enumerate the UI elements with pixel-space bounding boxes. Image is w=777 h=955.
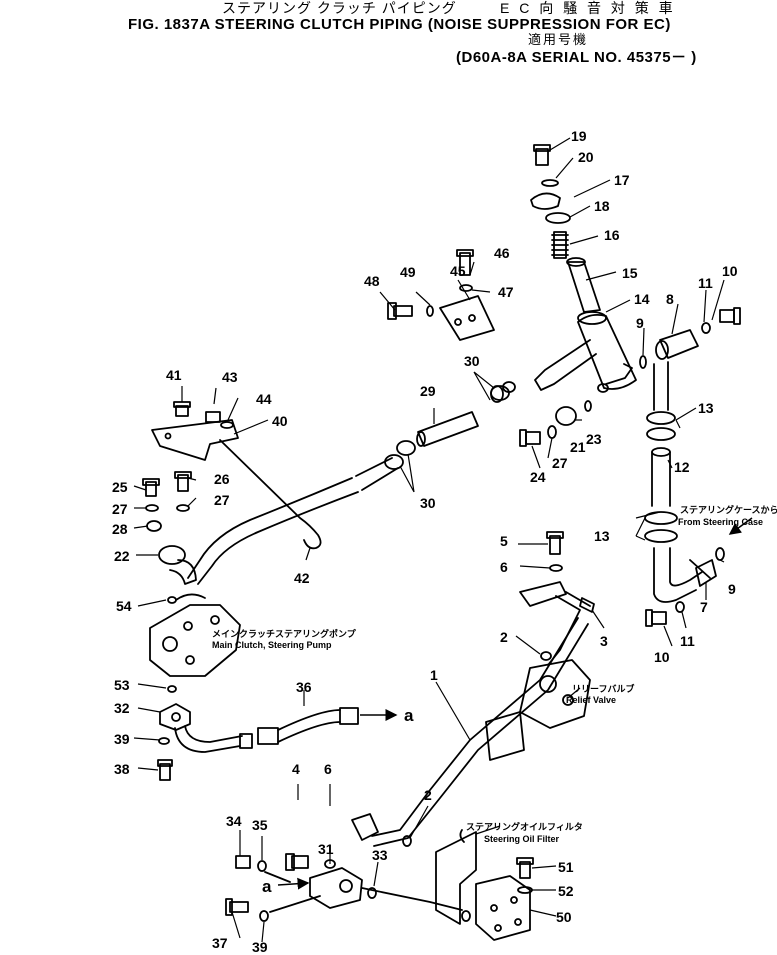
part-number: 15	[622, 265, 638, 281]
part-number: 20	[578, 149, 594, 165]
part-number: 13	[698, 400, 714, 416]
part-number: 4	[292, 761, 300, 777]
part-number: 47	[498, 284, 514, 300]
label-pump-jp: メインクラッチステアリングポンプ	[212, 628, 357, 639]
part-number: 25	[112, 479, 128, 495]
part-number: 3	[600, 633, 608, 649]
flange-31	[225, 835, 463, 922]
part-number: 11	[680, 633, 695, 649]
part-number: 16	[604, 227, 620, 243]
part-number: 2	[500, 629, 508, 645]
bracket-40	[151, 401, 322, 550]
valve-stack	[530, 144, 637, 393]
part-number: 46	[494, 245, 510, 261]
part-number: 28	[112, 521, 128, 537]
label-filter-en: Steering Oil Filter	[484, 834, 560, 844]
serial-number: (D60A-8A SERIAL NO. 45375－ )	[456, 49, 697, 66]
part-number: 21	[570, 439, 586, 455]
part-number: 5	[500, 533, 508, 549]
label-pump-en: Main Clutch, Steering Pump	[212, 640, 332, 650]
part-number: 32	[114, 700, 130, 716]
part-number: 24	[530, 469, 546, 485]
hose-36	[157, 703, 359, 781]
figure-title: FIG. 1837A STEERING CLUTCH PIPING (NOISE…	[128, 16, 671, 33]
part-number: 9	[728, 581, 736, 597]
part-number: 39	[114, 731, 130, 747]
part-number: 12	[674, 459, 690, 475]
part-number: 6	[324, 761, 332, 777]
part-number: 27	[112, 501, 128, 517]
part-number: 34	[226, 813, 242, 829]
bracket-45	[387, 249, 495, 341]
part-number: 51	[558, 859, 574, 875]
steering-pump	[149, 593, 241, 693]
label-relief-en: Relief Valve	[566, 695, 616, 705]
part-number: 30	[420, 495, 436, 511]
part-number: 27	[214, 492, 230, 508]
part-number: 22	[114, 548, 130, 564]
oil-filter	[435, 829, 534, 941]
part-number: 42	[294, 570, 310, 586]
part-number: 48	[364, 273, 380, 289]
part-number: 10	[722, 263, 738, 279]
part-number: 44	[256, 391, 272, 407]
hose-29	[384, 381, 516, 470]
label-relief-jp: リリーフバルブ	[572, 683, 634, 694]
suction-pipe	[187, 457, 399, 585]
part-number: 37	[212, 935, 228, 951]
part-number: 17	[614, 172, 630, 188]
header-jp-serial: 適用号機	[528, 32, 589, 47]
part-number: 29	[420, 383, 436, 399]
part-number: 35	[252, 817, 268, 833]
part-number: 50	[556, 909, 572, 925]
part-number: 30	[464, 353, 480, 369]
part-number: 1	[430, 667, 438, 683]
part-number: 9	[636, 315, 644, 331]
arrow-a-lower: a	[262, 877, 272, 896]
part-number: 52	[558, 883, 574, 899]
part-number: 26	[214, 471, 230, 487]
relief-valve	[485, 531, 595, 761]
part-number: 8	[666, 291, 674, 307]
part-number: 41	[166, 367, 182, 383]
part-number: 40	[272, 413, 288, 429]
elbow-22	[142, 471, 197, 585]
right-hose	[639, 307, 741, 627]
part-number: 2	[424, 787, 432, 803]
part-number: 31	[318, 841, 334, 857]
part-number: 7	[700, 599, 708, 615]
part-number: 27	[552, 455, 568, 471]
part-number: 18	[594, 198, 610, 214]
part-number: 38	[114, 761, 130, 777]
part-number: 23	[586, 431, 602, 447]
part-number: 49	[400, 264, 416, 280]
part-number: 53	[114, 677, 130, 693]
label-filter-jp: ステアリングオイルフィルタ	[466, 821, 583, 832]
part-number: 43	[222, 369, 238, 385]
part-number: 6	[500, 559, 508, 575]
label-from-case-en: From Steering Case	[678, 517, 763, 527]
part-number: 45	[450, 263, 466, 279]
part-number: 14	[634, 291, 650, 307]
part-number: 11	[698, 275, 713, 291]
header-jp-note: E C 向 騒 音 対 策 車	[500, 0, 676, 16]
part-number: 54	[116, 598, 132, 614]
part-number: 33	[372, 847, 388, 863]
part-number: 13	[594, 528, 610, 544]
part-number: 10	[654, 649, 670, 665]
arrow-a-upper: a	[404, 706, 414, 725]
label-from-case-jp: ステアリングケースから	[680, 504, 777, 515]
part-number: 19	[571, 128, 587, 144]
pipe-1	[351, 617, 589, 847]
part-number: 39	[252, 939, 268, 955]
part-number: 36	[296, 679, 312, 695]
header-jp-title: ステアリング クラッチ パイピング	[222, 0, 457, 16]
